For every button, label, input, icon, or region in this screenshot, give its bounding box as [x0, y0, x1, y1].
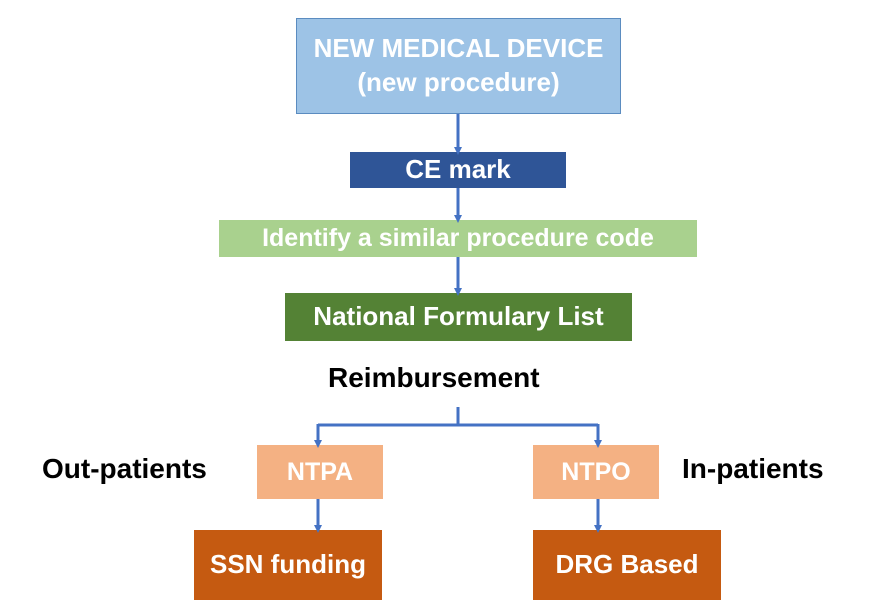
- in-patients-label: In-patients: [682, 453, 824, 484]
- ntpo-label: NTPO: [561, 457, 631, 486]
- ssn-funding-box: SSN funding: [194, 530, 382, 600]
- ntpa-label: NTPA: [286, 457, 354, 486]
- ce-mark-label: CE mark: [405, 154, 511, 185]
- national-formulary-box: National Formulary List: [285, 293, 632, 341]
- ssn-funding-label: SSN funding: [210, 549, 366, 580]
- device-subtitle: (new procedure): [357, 67, 560, 97]
- drg-based-label: DRG Based: [555, 549, 699, 580]
- national-formulary-label: National Formulary List: [313, 301, 604, 332]
- device-title: NEW MEDICAL DEVICE: [313, 33, 604, 64]
- out-patients-label: Out-patients: [42, 453, 207, 484]
- new-medical-device-box: NEW MEDICAL DEVICE (new procedure): [296, 18, 621, 114]
- ntpa-box: NTPA: [257, 445, 383, 499]
- drg-based-box: DRG Based: [533, 530, 721, 600]
- similar-procedure-label: Identify a similar procedure code: [262, 224, 654, 253]
- similar-procedure-box: Identify a similar procedure code: [219, 220, 697, 257]
- ntpo-box: NTPO: [533, 445, 659, 499]
- ce-mark-box: CE mark: [350, 152, 566, 188]
- reimbursement-label: Reimbursement: [328, 362, 540, 393]
